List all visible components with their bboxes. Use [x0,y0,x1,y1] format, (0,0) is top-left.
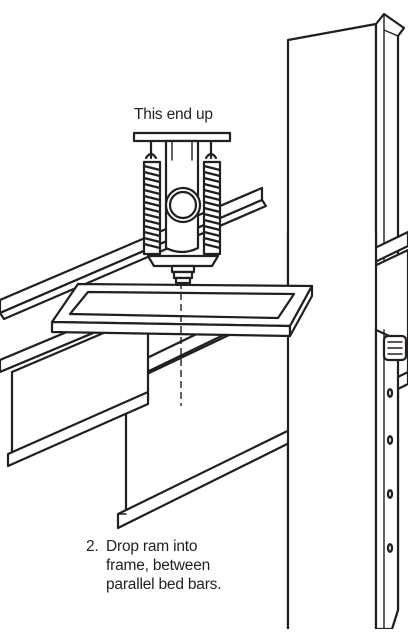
step-text-line-2: frame, between [106,557,211,574]
left-bed-bar [0,296,150,468]
step-instruction: 2. Drop ram into frame, between parallel … [86,537,222,594]
upright-post-front [286,230,400,631]
ram-assembly [132,131,232,285]
step-number: 2. [86,538,99,555]
step-text-line-3: parallel bed bars. [106,576,222,593]
frame-plate [50,282,314,338]
angle-iron-slots [382,334,408,553]
orientation-label: This end up [134,106,213,123]
step-text-line-1: Drop ram into [106,538,198,555]
